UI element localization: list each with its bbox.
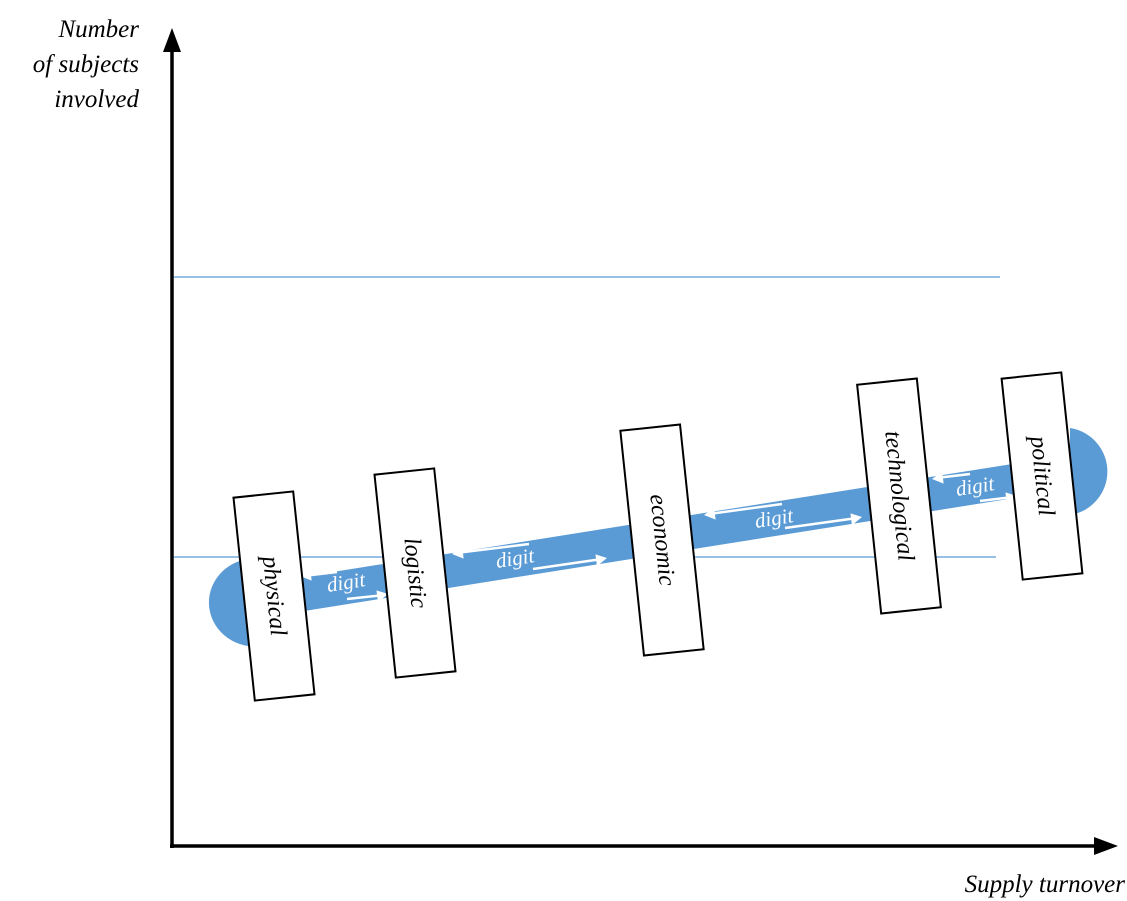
arrow-left-head-icon (932, 471, 944, 484)
x-axis-arrowhead (1094, 837, 1118, 855)
x-axis-label: Supply turnover (965, 871, 1126, 898)
y-axis-label-line-1: Number (57, 16, 139, 43)
arrow-right-head-icon (376, 590, 388, 603)
stage-box-political: political (1000, 371, 1084, 581)
y-axis-label-line-2: of subjects (33, 51, 139, 78)
arrow-left-head-icon (452, 546, 464, 559)
stage-box-frame (232, 490, 316, 702)
arrow-right-head-icon (595, 554, 607, 567)
stage-box-technological: technological (856, 377, 942, 615)
arrow-left-head-icon (704, 507, 716, 520)
connector-economic-technological: digit (704, 502, 862, 533)
y-axis-arrowhead (163, 28, 181, 52)
stage-box-frame (619, 423, 705, 657)
stage-box-logistic: logistic (373, 467, 457, 679)
arrow-right-icon (784, 516, 858, 530)
y-axis-label-line-3: involved (54, 86, 139, 113)
arrow-left-icon (455, 542, 530, 555)
band-left-cap (208, 559, 248, 646)
arrow-left-icon (708, 502, 783, 516)
connector-technological-political: digit (932, 471, 1017, 505)
stage-box-economic: economic (619, 423, 705, 657)
stage-box-frame (1000, 371, 1084, 581)
arrow-left-head-icon (300, 568, 312, 581)
band-right-cap (1070, 428, 1108, 515)
stage-box-frame (373, 467, 457, 679)
stage-box-physical: physical (232, 490, 316, 702)
arrow-right-head-icon (850, 513, 862, 526)
arrow-right-icon (532, 557, 603, 571)
stage-box-frame (856, 377, 942, 615)
